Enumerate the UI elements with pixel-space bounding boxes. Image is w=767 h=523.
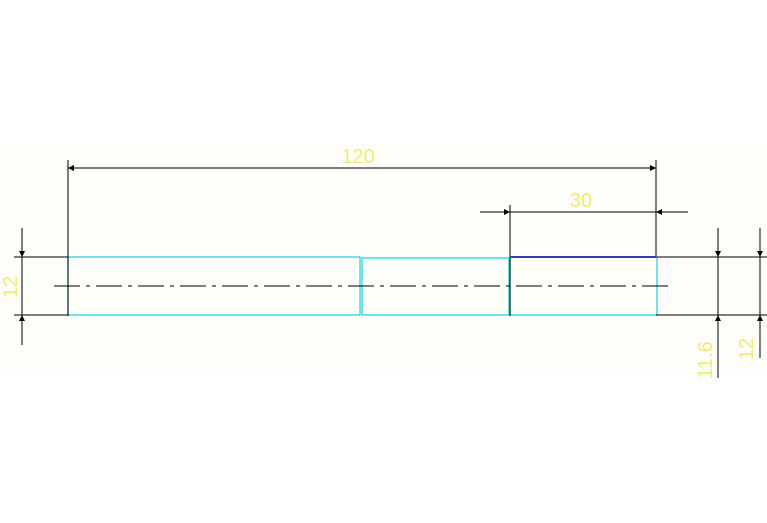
dimension-overall-length [67,160,657,256]
drawing-area [0,144,767,376]
dimension-text-right-diameter-inner: 11.6 [695,341,717,378]
dimension-text-segment-length: 30 [570,190,592,212]
dimension-segment-length [480,205,688,257]
dimension-text-right-diameter-outer: 12 [736,338,758,360]
dimension-text-left-diameter: 12 [0,276,22,298]
dimension-text-overall-length: 120 [341,146,374,168]
dimension-right-diameter-outer [718,228,767,358]
dimension-left-diameter [14,228,68,345]
